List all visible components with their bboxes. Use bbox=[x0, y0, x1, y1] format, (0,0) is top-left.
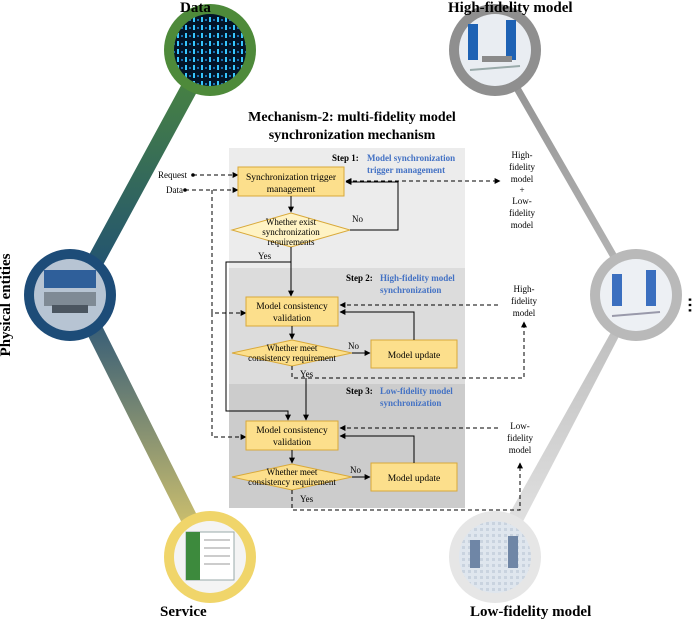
lf-consistency-box bbox=[245, 420, 339, 451]
service-node bbox=[164, 511, 256, 603]
factory-photo-icon bbox=[44, 270, 96, 313]
data-input-label: Data bbox=[166, 185, 183, 195]
mechanism-title-line2: synchronization mechanism bbox=[269, 128, 436, 143]
both-label-2: model bbox=[511, 174, 534, 184]
both-label-3: + bbox=[519, 185, 524, 195]
lf-consistency-line1: Model consistency bbox=[256, 426, 328, 436]
high-fidelity-label: High-fidelity model bbox=[448, 0, 573, 16]
service-label: Service bbox=[160, 604, 207, 620]
edge-right-low bbox=[488, 290, 643, 562]
lf-yes-output bbox=[291, 462, 523, 511]
hf-meet-line2: consistency requirement bbox=[248, 353, 336, 363]
both-label-4: Low- bbox=[512, 196, 532, 206]
edge-physical-data bbox=[70, 45, 217, 300]
hf-update-loop bbox=[339, 309, 415, 340]
software-screen-icon bbox=[185, 531, 235, 581]
high-label-0: High- bbox=[514, 284, 535, 294]
high-fidelity-node bbox=[449, 4, 541, 96]
edge-physical-service bbox=[70, 290, 217, 565]
right-model-node bbox=[590, 249, 682, 341]
exist-line3: requirements bbox=[268, 237, 315, 247]
step3-title-line1: Low-fidelity model bbox=[380, 386, 453, 396]
both-label-6: model bbox=[511, 220, 534, 230]
hf-meet-line1: Whether meet bbox=[267, 343, 318, 353]
lf-model-update-box bbox=[370, 462, 458, 492]
lf-model-update-label: Model update bbox=[388, 474, 441, 484]
physical-label: Physical entities bbox=[0, 253, 14, 356]
data-label: Data bbox=[180, 0, 211, 16]
ellipsis-label: ⋯ bbox=[681, 297, 698, 313]
binary-matrix-icon bbox=[174, 14, 246, 86]
step1-prefix: Step 1: bbox=[332, 153, 359, 163]
both-label-0: High- bbox=[512, 150, 533, 160]
physical-node bbox=[24, 249, 116, 341]
lf-meet-line1: Whether meet bbox=[267, 467, 318, 477]
lf-no-label: No bbox=[350, 465, 361, 475]
low-label-1: fidelity bbox=[507, 433, 533, 443]
factory-3d-model-icon bbox=[468, 20, 521, 71]
low-fidelity-label: Low-fidelity model bbox=[470, 604, 591, 620]
high-label-1: fidelity bbox=[511, 296, 537, 306]
lf-yes-label: Yes bbox=[300, 494, 314, 504]
step2-prefix: Step 2: bbox=[346, 273, 373, 283]
exist-line1: Whether exist bbox=[266, 217, 317, 227]
hf-no-label: No bbox=[348, 341, 359, 351]
lf-consistency-line2: validation bbox=[273, 438, 311, 448]
lf-meet-line2: consistency requirement bbox=[248, 477, 336, 487]
step2-title-line1: High-fidelity model bbox=[380, 273, 455, 283]
step3-title-line2: synchronization bbox=[380, 398, 441, 408]
request-input-label: Request bbox=[158, 170, 187, 180]
right-label-low: Low- fidelity model bbox=[507, 421, 533, 455]
low-fidelity-node bbox=[449, 511, 541, 603]
hf-consistency-line2: validation bbox=[273, 314, 311, 324]
low-label-2: model bbox=[509, 445, 532, 455]
hf-consistency-box bbox=[245, 296, 339, 327]
low-label-0: Low- bbox=[510, 421, 530, 431]
step3-prefix: Step 3: bbox=[346, 386, 373, 396]
hf-yes-label: Yes bbox=[300, 369, 314, 379]
hf-model-update-label: Model update bbox=[388, 351, 441, 361]
low-poly-model-icon bbox=[459, 521, 531, 593]
step1-title-line2: trigger management bbox=[367, 165, 445, 175]
sync-trigger-line2: management bbox=[267, 185, 316, 195]
hf-model-update-box bbox=[370, 339, 458, 369]
exist-no-label: No bbox=[352, 214, 363, 224]
sync-trigger-box bbox=[237, 166, 345, 197]
step2-title-line2: synchronization bbox=[380, 285, 441, 295]
exist-yes-label: Yes bbox=[258, 251, 272, 261]
high-label-2: model bbox=[513, 308, 536, 318]
sync-trigger-line1: Synchronization trigger bbox=[246, 173, 337, 183]
hexagon-frame bbox=[70, 42, 643, 565]
right-label-both: High- fidelity model + Low- fidelity mod… bbox=[509, 150, 535, 230]
lf-update-loop bbox=[339, 433, 415, 463]
edge-high-right bbox=[488, 45, 643, 300]
both-label-1: fidelity bbox=[509, 162, 535, 172]
data-node bbox=[164, 4, 256, 96]
hf-consistency-line1: Model consistency bbox=[256, 302, 328, 312]
both-label-5: fidelity bbox=[509, 208, 535, 218]
hf-yes-output bbox=[291, 321, 527, 379]
mechanism-title-line1: Mechanism-2: multi-fidelity model bbox=[248, 110, 456, 125]
exist-line2: synchronization bbox=[262, 227, 320, 237]
step1-title-line1: Model synchronization bbox=[367, 153, 455, 163]
exist-yes-to-step3 bbox=[225, 261, 291, 421]
right-label-high: High- fidelity model bbox=[511, 284, 537, 318]
